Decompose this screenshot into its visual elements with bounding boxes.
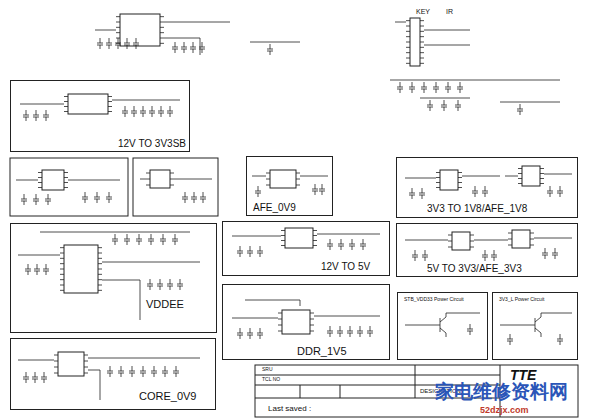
- section-title: AFE_0V9: [253, 203, 296, 213]
- section-title: STB_VDD33 Power Circuit: [404, 297, 464, 302]
- watermark: 家电维修资料网: [435, 382, 568, 401]
- circuit-section: AFE_0V9: [246, 156, 333, 216]
- title-cell: Last saved :: [268, 405, 311, 413]
- circuit-section: VDDEE: [10, 223, 217, 333]
- section-title: VDDEE: [146, 299, 184, 310]
- section-title: 3V3_L Power Circuit: [499, 297, 544, 302]
- section-title: CORE_0V9: [139, 391, 196, 402]
- watermark: 52dzjx.com: [480, 406, 529, 415]
- circuit-section: CORE_0V9: [10, 338, 216, 410]
- circuit-section: STB_VDD33 Power Circuit: [397, 292, 488, 360]
- section-title: 5V TO 3V3/AFE_3V3: [427, 264, 522, 274]
- section-title: DDR_1V5: [297, 346, 347, 357]
- company-logo: TTE: [510, 368, 536, 382]
- connector-label: KEY: [416, 8, 430, 15]
- title-cell: SRU: [262, 367, 273, 372]
- section-title: 12V TO 3V3SB: [118, 139, 186, 149]
- circuit-section: 12V TO 5V: [222, 221, 390, 276]
- circuit-section: DDR_1V5: [222, 284, 390, 360]
- title-cell: TCL NO: [262, 377, 280, 382]
- connector-label: IR: [446, 8, 453, 15]
- circuit-section: 3V3_L Power Circuit: [492, 292, 578, 360]
- circuit-section: 12V TO 3V3SB: [10, 80, 190, 152]
- circuit-section: 3V3 TO 1V8/AFE_1V8: [396, 157, 578, 218]
- circuit-section: 5V TO 3V3/AFE_3V3: [396, 223, 578, 277]
- section-title: 12V TO 5V: [321, 262, 370, 272]
- section-title: 3V3 TO 1V8/AFE_1V8: [427, 204, 527, 214]
